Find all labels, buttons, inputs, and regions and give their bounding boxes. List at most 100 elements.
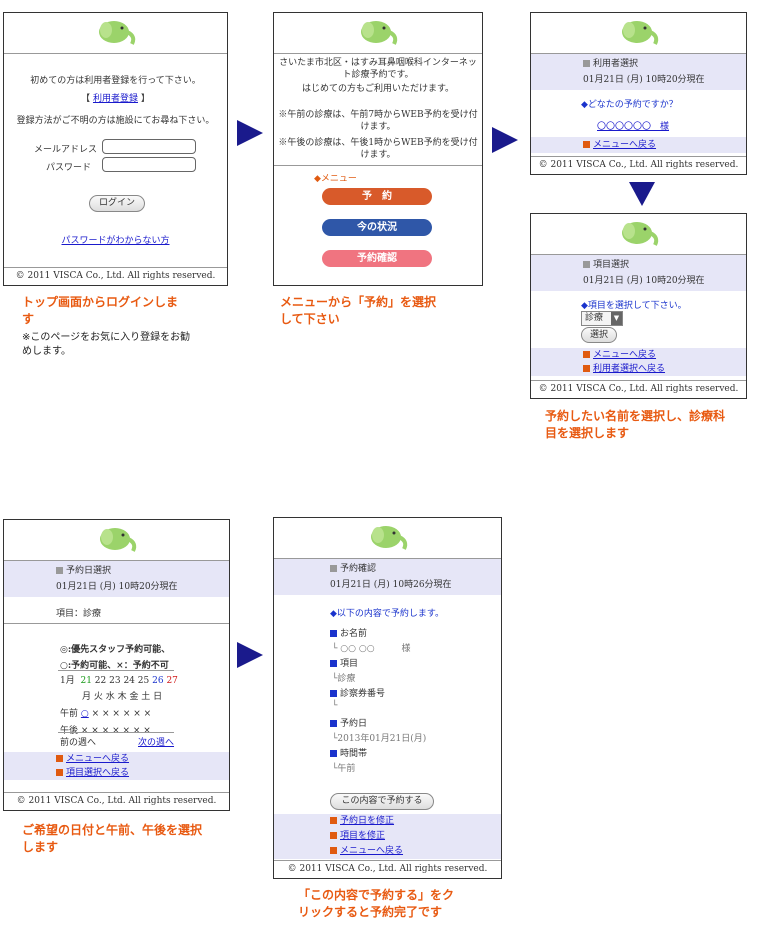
field-time: 時間帯 xyxy=(340,749,368,759)
login-button[interactable]: ログイン xyxy=(89,195,145,212)
status-button[interactable]: 今の状況 xyxy=(322,219,432,236)
am-row: 午前 ○ × × × × × × xyxy=(60,706,151,719)
field-card-label: 診察券番号 xyxy=(330,686,385,699)
calendar-days-row: 1月 21 22 23 24 25 26 27 xyxy=(60,673,178,686)
select-button[interactable]: 選択 xyxy=(581,327,617,343)
legend-line-2: ○:予約可能、×：予約不可 xyxy=(60,661,169,671)
date-heading: 予約日選択 xyxy=(66,566,112,576)
day-cell: 22 xyxy=(94,676,107,686)
elephant-logo-icon xyxy=(361,21,398,45)
copyright: © 2011 VISCA Co., Ltd. All rights reserv… xyxy=(4,267,227,285)
pm-marks: × × × × × × × xyxy=(80,726,151,736)
square-icon xyxy=(330,565,337,572)
next-week-link[interactable]: 次の週へ xyxy=(138,738,175,748)
confirm-button[interactable]: 予約確認 xyxy=(322,250,432,267)
confirm-caption: 「この内容で予約する」をクリックすると予約完了です xyxy=(298,888,455,919)
logo xyxy=(4,520,229,561)
square-icon xyxy=(56,769,63,776)
day-cell: 26 xyxy=(152,676,164,686)
pm-info: ※午後の診療は、午後1時からWEB予約を受け付けます。 xyxy=(278,138,478,160)
password-field[interactable] xyxy=(102,157,196,172)
confirm-datetime: 01月21日 (月) 10時26分現在 xyxy=(330,580,452,590)
register-link[interactable]: 利用者登録 xyxy=(92,94,138,104)
login-caption: トップ画面からログインします xyxy=(22,295,179,326)
menu-back-link[interactable]: メニューへ戻る xyxy=(593,140,657,150)
email-field[interactable] xyxy=(102,139,196,154)
logo xyxy=(274,13,482,54)
divider xyxy=(58,732,174,733)
password-label: パスワード xyxy=(46,163,92,173)
divider xyxy=(4,623,229,624)
email-label: メールアドレス xyxy=(34,145,98,155)
divider xyxy=(274,165,482,166)
day-cell: 23 xyxy=(109,676,121,686)
square-icon xyxy=(330,847,337,854)
square-icon xyxy=(583,141,590,148)
menu-back-link[interactable]: メニューへ戻る xyxy=(593,350,657,360)
user-datetime: 01月21日 (月) 10時20分現在 xyxy=(583,75,705,85)
field-item: 項目 xyxy=(340,659,359,669)
date-header: 予約日選択 01月21日 (月) 10時20分現在 xyxy=(4,561,229,597)
menu-back-link[interactable]: メニューへ戻る xyxy=(340,846,404,856)
menu-back-link[interactable]: メニューへ戻る xyxy=(66,754,130,764)
copyright: © 2011 VISCA Co., Ltd. All rights reserv… xyxy=(531,156,746,174)
square-icon xyxy=(330,660,337,667)
edit-item-link[interactable]: 項目を修正 xyxy=(340,831,386,841)
square-icon xyxy=(330,690,337,697)
legend-line-1: ◎:優先スタッフ予約可能、 xyxy=(60,645,171,655)
date-item-line: 項目：診療 xyxy=(56,609,102,619)
square-icon xyxy=(330,750,337,757)
pm-row: 午後 × × × × × × × xyxy=(60,723,151,736)
arrow-down-icon xyxy=(629,182,655,206)
value-date: └2013年01月21日(月) xyxy=(332,734,427,744)
user-name-link[interactable]: 〇〇〇〇〇〇 様 xyxy=(597,122,670,132)
bracket-close: 】 xyxy=(140,94,150,104)
square-icon xyxy=(56,567,63,574)
date-footer-links: メニューへ戻る 項目選択へ戻る xyxy=(4,752,229,780)
field-time-label: 時間帯 xyxy=(330,746,367,759)
confirm-screen: 予約確認 01月21日 (月) 10時26分現在 ◆以下の内容で予約します。 お… xyxy=(273,517,502,879)
field-item-label: 項目 xyxy=(330,656,358,669)
item-select-screen: 項目選択 01月21日 (月) 10時20分現在 ◆項目を選択して下さい。 診療… xyxy=(530,213,747,399)
user-heading: 利用者選択 xyxy=(593,59,639,69)
square-icon xyxy=(330,630,337,637)
square-icon xyxy=(330,720,337,727)
date-caption: ご希望の日付と午前、午後を選択します xyxy=(22,823,203,854)
confirm-heading: 予約確認 xyxy=(340,564,377,574)
item-datetime: 01月21日 (月) 10時20分現在 xyxy=(583,276,705,286)
pm-label: 午後 xyxy=(60,726,79,736)
menu-screen: さいたま市北区・はすみ耳鼻咽喉科インターネット診療予約です。 はじめての方もご利… xyxy=(273,12,483,286)
item-heading: 項目選択 xyxy=(593,260,630,270)
confirm-footer-links: 予約日を修正 項目を修正 メニューへ戻る xyxy=(274,814,501,859)
elephant-logo-icon xyxy=(370,526,407,550)
forgot-password-link[interactable]: パスワードがわからない方 xyxy=(61,236,170,246)
register-line: 【 利用者登録 】 xyxy=(4,91,227,104)
user-back-link[interactable]: 利用者選択へ戻る xyxy=(593,364,666,374)
first-time-info: はじめての方もご利用いただけます。 xyxy=(301,84,455,94)
field-card: 診察券番号 xyxy=(340,689,386,699)
reserve-button[interactable]: 予 約 xyxy=(322,188,432,205)
item-back-link[interactable]: 項目選択へ戻る xyxy=(66,768,130,778)
date-datetime: 01月21日 (月) 10時20分現在 xyxy=(56,582,178,592)
month-label: 1月 xyxy=(60,676,75,686)
value-item: └診療 xyxy=(332,674,356,684)
logo xyxy=(4,13,227,54)
field-date-label: 予約日 xyxy=(330,716,367,729)
copyright: © 2011 VISCA Co., Ltd. All rights reserv… xyxy=(531,380,746,398)
elephant-logo-icon xyxy=(99,528,136,552)
day-cell: 24 xyxy=(123,676,135,686)
submit-reservation-button[interactable]: この内容で予約する xyxy=(330,793,434,810)
edit-date-link[interactable]: 予約日を修正 xyxy=(340,816,395,826)
item-prompt: ◆項目を選択して下さい。 xyxy=(581,301,687,311)
item-footer-links: メニューへ戻る 利用者選択へ戻る xyxy=(531,348,746,376)
menu-label: ◆メニュー xyxy=(314,174,357,184)
arrow-right-icon xyxy=(492,127,518,153)
user-question: ◆どなたの予約ですか？ xyxy=(581,100,678,110)
clinic-info: さいたま市北区・はすみ耳鼻咽喉科インターネット診療予約です。 xyxy=(279,58,477,80)
am-available-link[interactable]: ○ xyxy=(80,709,89,719)
square-icon xyxy=(330,817,337,824)
item-select[interactable]: 診療 ▼ xyxy=(581,311,623,326)
day-cell: 27 xyxy=(166,676,178,686)
value-card: └ xyxy=(332,701,338,711)
square-icon xyxy=(583,351,590,358)
